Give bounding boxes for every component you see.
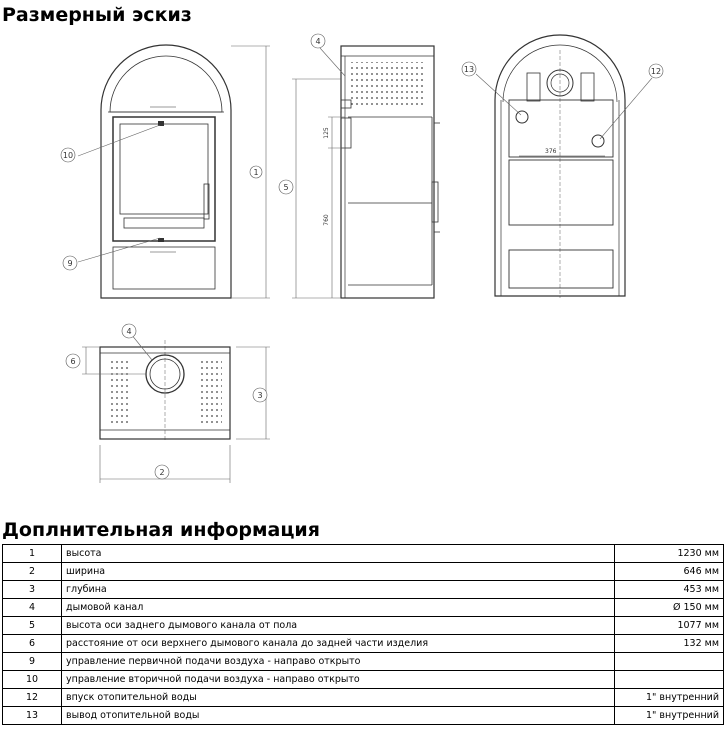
svg-text:5: 5 [283, 183, 288, 192]
row-number: 10 [2, 670, 62, 689]
side-view [340, 45, 440, 299]
row-number: 1 [2, 544, 62, 563]
svg-text:3: 3 [257, 391, 262, 400]
row-value [614, 652, 724, 671]
row-number: 13 [2, 706, 62, 725]
svg-text:1: 1 [253, 168, 258, 177]
row-label: расстояние от оси верхнего дымового кана… [61, 634, 615, 653]
row-number: 5 [2, 616, 62, 635]
svg-text:9: 9 [67, 259, 72, 268]
callout-13: 13 [461, 61, 477, 77]
row-number: 9 [2, 652, 62, 671]
dimension-sketch: 1 10 9 125 760 4 [60, 33, 664, 483]
callout-3: 3 [252, 387, 268, 403]
callout-6: 6 [65, 353, 81, 369]
callout-4-top: 4 [121, 323, 137, 339]
row-number: 2 [2, 562, 62, 581]
svg-text:2: 2 [159, 468, 164, 477]
row-label: вывод отопительной воды [61, 706, 615, 725]
callout-12: 12 [648, 63, 664, 79]
row-number: 3 [2, 580, 62, 599]
row-value: 1" внутренний [614, 706, 724, 725]
dim-125: 125 [323, 127, 330, 139]
page-title: Размерный эскиз [2, 4, 192, 26]
svg-text:6: 6 [70, 357, 75, 366]
row-value: 453 мм [614, 580, 724, 599]
front-view [100, 44, 232, 299]
svg-text:12: 12 [651, 67, 661, 76]
row-label: высота [61, 544, 615, 563]
row-value: 1230 мм [614, 544, 724, 563]
callout-5: 5 [278, 179, 294, 195]
callout-2: 2 [154, 464, 170, 480]
dim-760: 760 [323, 214, 330, 226]
row-label: высота оси заднего дымового канала от по… [61, 616, 615, 635]
row-number: 4 [2, 598, 62, 617]
callout-4-side: 4 [310, 33, 326, 49]
row-label: глубина [61, 580, 615, 599]
row-value [614, 670, 724, 689]
row-label: дымовой канал [61, 598, 615, 617]
row-value: 646 мм [614, 562, 724, 581]
row-number: 12 [2, 688, 62, 707]
row-label: управление первичной подачи воздуха - на… [61, 652, 615, 671]
svg-text:13: 13 [464, 65, 474, 74]
row-label: ширина [61, 562, 615, 581]
row-label: впуск отопительной воды [61, 688, 615, 707]
dim-376: 376 [545, 148, 557, 155]
top-view [99, 340, 231, 440]
callout-1: 1 [249, 165, 263, 179]
row-number: 6 [2, 634, 62, 653]
row-value: 1" внутренний [614, 688, 724, 707]
svg-text:4: 4 [126, 327, 131, 336]
callout-9: 9 [62, 255, 78, 271]
row-label: управление вторичной подачи воздуха - на… [61, 670, 615, 689]
callout-10: 10 [60, 147, 76, 163]
section-title: Доплнительная информация [2, 519, 320, 541]
row-value: 1077 мм [614, 616, 724, 635]
row-value: Ø 150 мм [614, 598, 724, 617]
row-value: 132 мм [614, 634, 724, 653]
rear-view [494, 34, 626, 298]
svg-text:10: 10 [63, 151, 73, 160]
svg-text:4: 4 [315, 37, 320, 46]
